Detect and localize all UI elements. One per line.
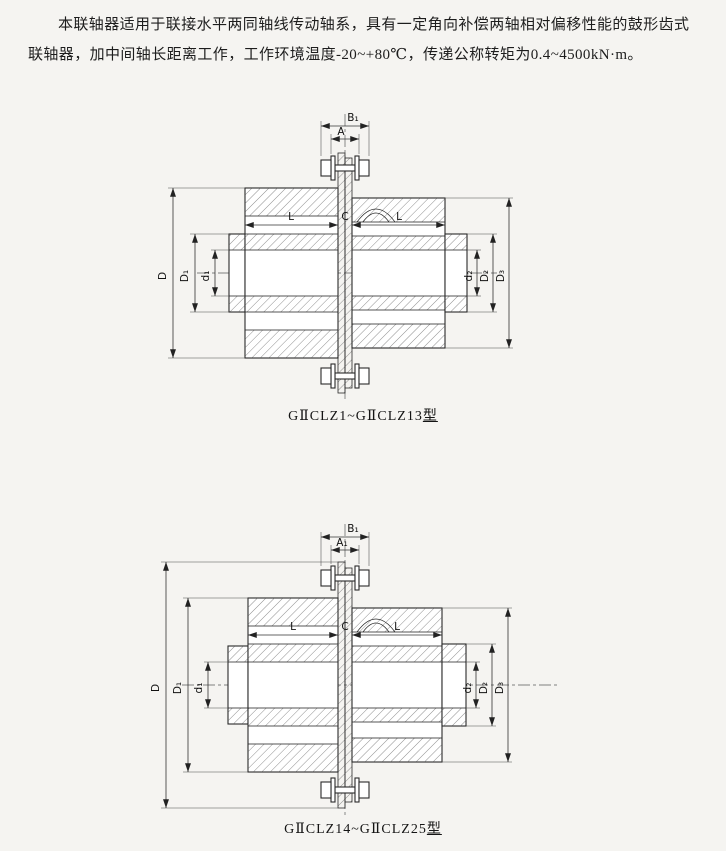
flange-bolts <box>320 155 370 389</box>
dim-label-d-outer: D <box>157 272 169 280</box>
dim-label-d3: D₃ <box>494 682 506 694</box>
dim-label-d2: D₂ <box>479 270 491 282</box>
figure-1-caption-text: GⅡCLZ1~GⅡCLZ13 <box>288 409 423 424</box>
dim-label-l-left: L <box>290 621 296 633</box>
dim-label-d1: D₁ <box>172 682 184 694</box>
coupling-drawing-1: B₁ A L C L D D₁ d₁ <box>157 112 513 402</box>
dim-label-b1: B₁ <box>347 523 358 535</box>
dimensions: B₁ A L C L D D₁ d₁ <box>157 112 513 359</box>
dim-label-c: C <box>341 211 348 223</box>
left-half-coupling <box>228 187 339 359</box>
dim-label-b1: B₁ <box>347 112 358 124</box>
dim-label-a1: A₁ <box>336 537 347 549</box>
dim-label-d2-bore: d₂ <box>462 683 474 694</box>
dim-label-l-left: L <box>288 211 294 223</box>
right-half-coupling <box>351 607 467 763</box>
center-flange <box>337 561 353 809</box>
dim-label-d2: D₂ <box>478 682 490 694</box>
figure-2-caption: GⅡCLZ14~GⅡCLZ25型 <box>0 818 726 838</box>
dim-label-d3: D₃ <box>495 270 507 282</box>
intro-paragraph: 本联轴器适用于联接水平两同轴线传动轴系，具有一定角向补偿两轴相对偏移性能的鼓形齿… <box>28 17 690 63</box>
figure-1-caption: GⅡCLZ1~GⅡCLZ13型 <box>0 405 726 425</box>
figure-2-caption-text: GⅡCLZ14~GⅡCLZ25 <box>284 822 427 837</box>
dim-label-d1-bore: d₁ <box>200 271 212 282</box>
dim-label-l-right: L <box>396 211 402 223</box>
flange-bolts <box>320 565 370 803</box>
left-half-coupling <box>227 597 339 773</box>
dim-label-d1-bore: d₁ <box>193 683 205 694</box>
figure-2-caption-suffix: 型 <box>426 822 442 837</box>
dim-label-c: C <box>341 621 348 633</box>
dim-label-l-right: L <box>394 621 400 633</box>
dim-label-d2-bore: d₂ <box>463 271 475 282</box>
center-flange <box>337 152 353 394</box>
figure-1-caption-suffix: 型 <box>422 409 438 424</box>
dim-label-d-outer: D <box>150 684 162 692</box>
coupling-drawing-2: B₁ A₁ L C L D D₁ d₁ <box>150 523 558 816</box>
dim-label-d1: D₁ <box>179 270 191 282</box>
right-half-coupling <box>351 197 468 349</box>
dimensions: B₁ A₁ L C L D D₁ d₁ <box>150 523 512 809</box>
dim-label-a: A <box>337 126 345 138</box>
